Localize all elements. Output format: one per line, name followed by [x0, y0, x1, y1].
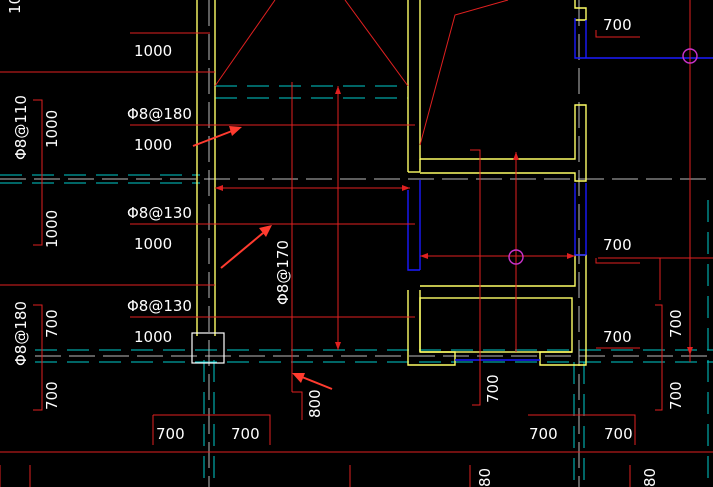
axis-lines	[0, 85, 713, 487]
arrowhead	[335, 86, 341, 94]
rebar-label: Φ8@180	[127, 105, 192, 123]
dimension-label: 700	[603, 236, 632, 254]
dimension-label-vertical: 700	[484, 374, 502, 403]
wall-segment	[539, 351, 587, 366]
column-section	[191, 332, 225, 364]
annotation-arrow	[220, 225, 272, 269]
dimension-bracket	[655, 304, 663, 411]
annotation-arrow	[292, 373, 333, 390]
arrowhead	[335, 342, 341, 350]
annotation-arrows	[192, 126, 333, 390]
column-marker	[508, 249, 524, 265]
wall-segment	[407, 290, 456, 366]
dimension-bracket	[33, 304, 43, 411]
dimension-bracket	[595, 30, 640, 38]
dimension-label-vertical: 800	[306, 389, 324, 418]
dimension-bracket	[292, 391, 303, 420]
dimension-label-vertical: 700	[667, 381, 685, 410]
rebar-label: Φ8@130	[127, 297, 192, 315]
dimension-label: 700	[529, 425, 558, 443]
wall-segment	[419, 104, 587, 182]
beam-edge	[407, 190, 420, 271]
dimension-bracket	[153, 414, 271, 445]
dimension-label: 700	[603, 328, 632, 346]
leader-line	[419, 0, 509, 146]
dimension-arrowheads	[215, 86, 693, 355]
leader-line	[344, 0, 409, 87]
dimension-label-vertical: 80	[476, 468, 494, 487]
annotation-arrow	[192, 126, 242, 147]
arrowhead	[420, 253, 428, 259]
dimension-bracket	[595, 258, 640, 264]
dimension-label: 1000	[134, 136, 172, 154]
dimension-bracket	[528, 414, 636, 445]
dimension-label: 700	[604, 425, 633, 443]
arrowhead	[402, 185, 410, 191]
dimension-bracket	[470, 149, 481, 406]
dimension-label-vertical: 700	[43, 309, 61, 338]
dimension-label-vertical: 700	[43, 381, 61, 410]
rebar-label-vertical: Φ8@110	[12, 95, 30, 160]
beam-lines	[407, 18, 713, 361]
column-markers	[508, 48, 698, 265]
arrowhead	[567, 253, 575, 259]
dimension-label: 1000	[134, 42, 172, 60]
dimension-label-vertical: 80	[641, 468, 659, 487]
rebar-labels: Φ8@180 Φ8@130 Φ8@130 Φ8@110 Φ8@180 Φ8@17…	[12, 95, 292, 366]
dimension-label-vertical: 10	[6, 0, 24, 14]
arrowhead	[215, 185, 223, 191]
dimension-labels: 1000 1000 1000 1000 1000 1000 700 700 70…	[6, 0, 685, 487]
dimension-label: 700	[603, 16, 632, 34]
leader-line	[214, 0, 276, 87]
rebar-label: Φ8@130	[127, 204, 192, 222]
dimension-label-vertical: 1000	[43, 110, 61, 148]
dimension-label: 1000	[134, 328, 172, 346]
column-marker	[682, 48, 698, 64]
arrowhead	[687, 347, 693, 355]
dimension-label: 1000	[134, 235, 172, 253]
rebar-label-vertical: Φ8@170	[274, 240, 292, 305]
beam-edge	[574, 18, 713, 59]
dimension-label: 700	[156, 425, 185, 443]
beam-edge	[574, 183, 586, 256]
dimension-bracket	[33, 99, 43, 246]
arrowhead	[513, 152, 519, 160]
dimension-label-vertical: 1000	[43, 210, 61, 248]
rebar-label-vertical: Φ8@180	[12, 301, 30, 366]
dimension-label: 700	[231, 425, 260, 443]
dimension-label-vertical: 700	[667, 309, 685, 338]
wall-segment	[574, 0, 587, 21]
